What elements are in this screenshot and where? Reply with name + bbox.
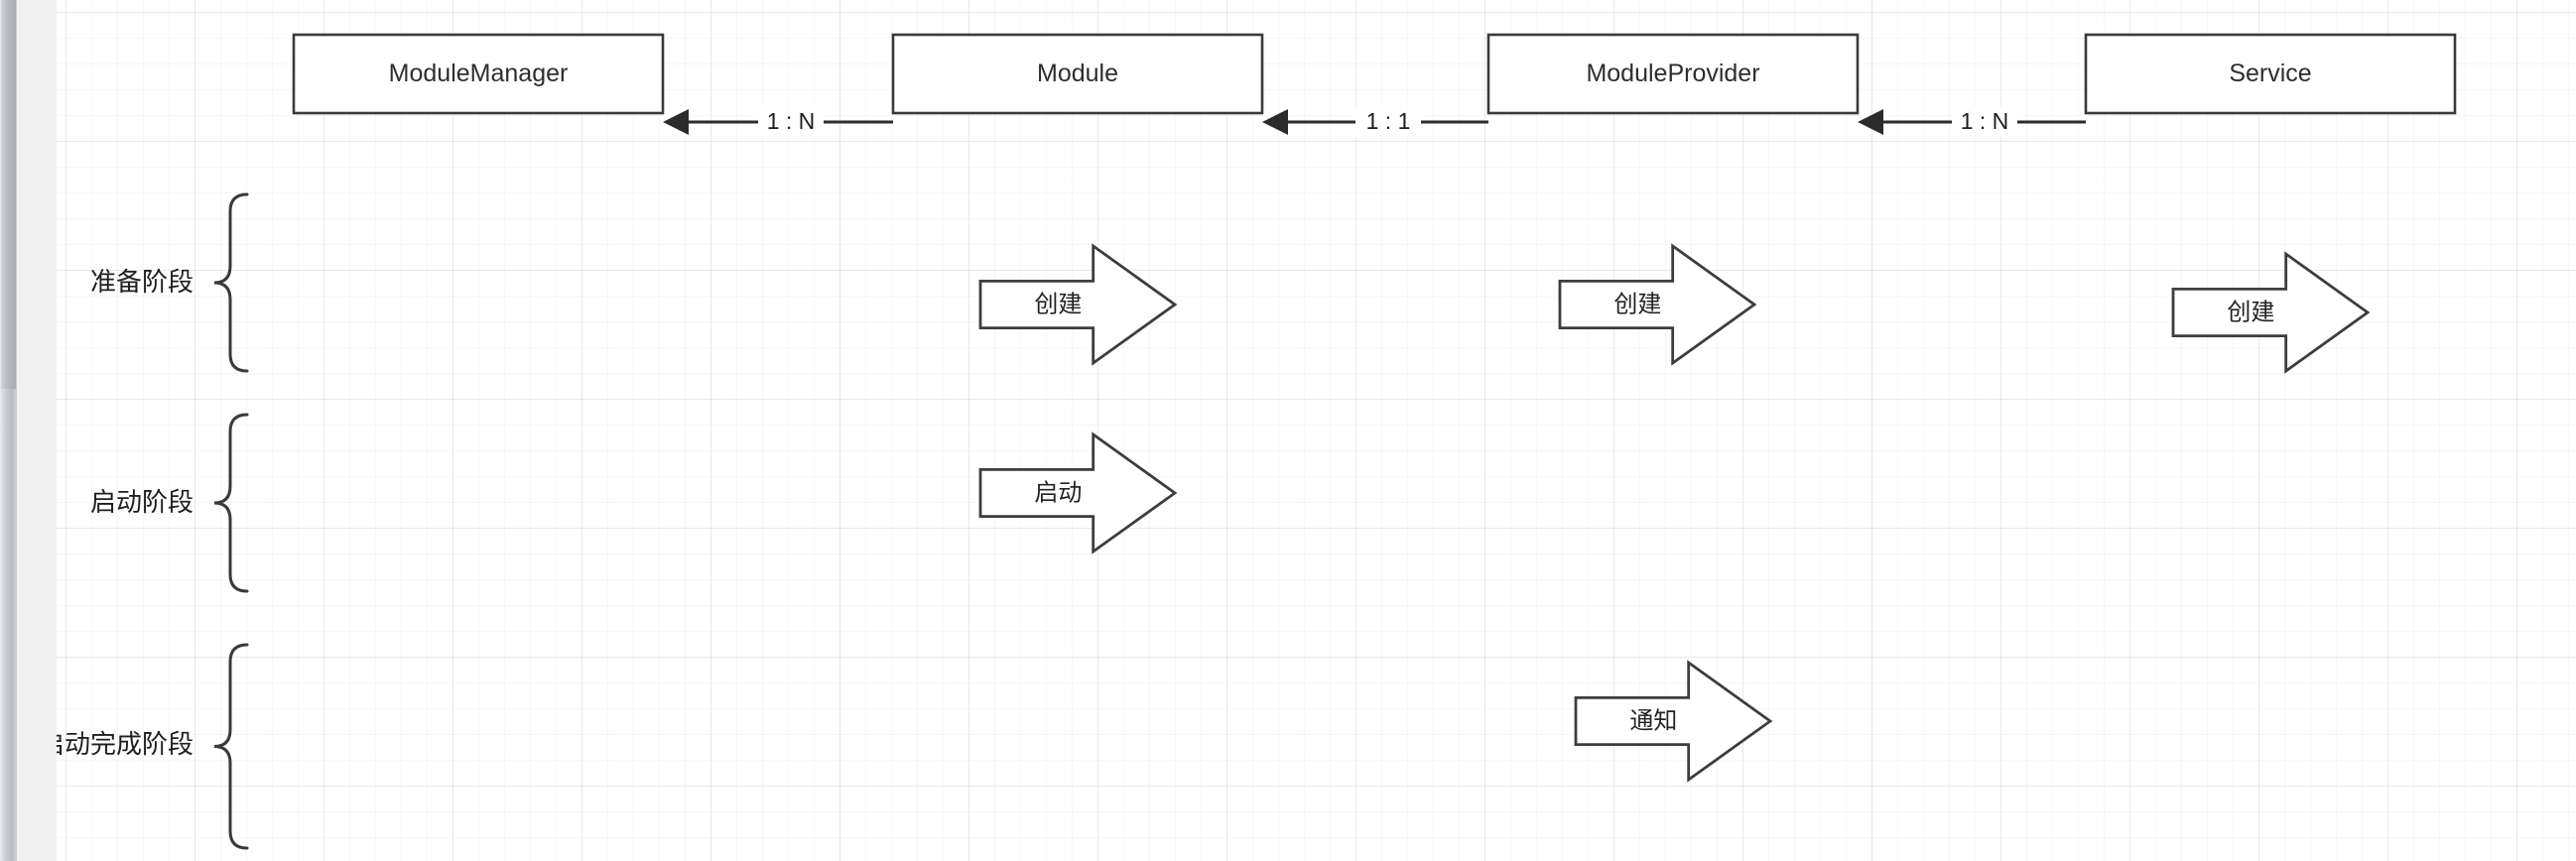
node-label-module-provider: ModuleProvider [1586,60,1759,87]
connector-conn-provider-service[interactable]: 1 : N [1858,107,2086,137]
node-box-module[interactable] [891,33,1264,115]
node-box-module-provider[interactable] [1486,33,1860,115]
nodes-layer: ModuleManager Module ModuleProvider Service [292,33,2457,115]
phase-phase-started: 启动完成阶段 [39,643,249,850]
node-box-module-manager[interactable] [292,33,665,115]
phase-brace-phase-prepare [213,192,249,373]
connector-conn-manager-module[interactable]: 1 : N [663,107,893,137]
node-module[interactable]: Module [891,33,1264,115]
block-arrow-label-arrow-create-service: 创建 [2227,299,2274,325]
block-arrow-arrow-create-service[interactable]: 创建 [2171,251,2371,374]
phase-label-phase-started: 启动完成阶段 [39,729,193,759]
node-label-service: Service [2229,60,2311,87]
block-arrow-shape-arrow-notify-provider[interactable] [1574,660,1773,783]
connector-label-backing-conn-module-provider [1355,107,1421,137]
connector-arrowhead-conn-module-provider [1262,109,1288,135]
block-arrow-label-arrow-notify-provider: 通知 [1629,707,1677,734]
phase-brace-phase-start [213,413,249,593]
connectors-layer: 1 : N 1 : 1 1 : N [663,107,2086,137]
node-label-module-manager: ModuleManager [389,60,569,87]
vertical-scrollbar-track[interactable] [0,0,17,861]
connector-conn-module-provider[interactable]: 1 : 1 [1262,107,1488,137]
grid-background [57,0,2576,861]
connector-label-conn-module-provider: 1 : 1 [1366,108,1411,134]
connector-label-conn-manager-module: 1 : N [767,108,816,134]
phase-phase-prepare: 准备阶段 [90,192,249,373]
phase-label-phase-prepare: 准备阶段 [90,267,193,297]
left-gutter [17,0,57,861]
connector-arrowhead-conn-provider-service [1858,109,1883,135]
block-arrow-label-arrow-create-module: 创建 [1034,291,1082,317]
block-arrow-label-arrow-start-module: 启动 [1034,479,1082,506]
connector-label-conn-provider-service: 1 : N [1961,108,2009,134]
block-arrow-shape-arrow-create-service[interactable] [2171,251,2371,374]
block-arrow-arrow-create-module[interactable]: 创建 [978,243,1178,366]
block-arrow-shape-arrow-create-module[interactable] [978,243,1178,366]
node-module-manager[interactable]: ModuleManager [292,33,665,115]
node-box-service[interactable] [2084,33,2457,115]
vertical-scrollbar-thumb[interactable] [1,0,16,389]
phase-phase-start: 启动阶段 [90,413,249,593]
node-service[interactable]: Service [2084,33,2457,115]
block-arrow-shape-arrow-create-provider[interactable] [1558,243,1757,366]
connector-label-backing-conn-manager-module [758,107,824,137]
phase-label-phase-start: 启动阶段 [90,487,193,517]
block-arrow-arrow-notify-provider[interactable]: 通知 [1574,660,1773,783]
block-arrow-arrow-start-module[interactable]: 启动 [978,431,1178,554]
connector-arrowhead-conn-manager-module [663,109,689,135]
connector-label-backing-conn-provider-service [1952,107,2017,137]
block-arrow-arrow-create-provider[interactable]: 创建 [1558,243,1757,366]
block-arrow-shape-arrow-start-module[interactable] [978,431,1178,554]
node-label-module: Module [1037,60,1118,87]
node-module-provider[interactable]: ModuleProvider [1486,33,1860,115]
block-arrow-label-arrow-create-provider: 创建 [1613,291,1661,317]
phase-brace-phase-started [213,643,249,850]
